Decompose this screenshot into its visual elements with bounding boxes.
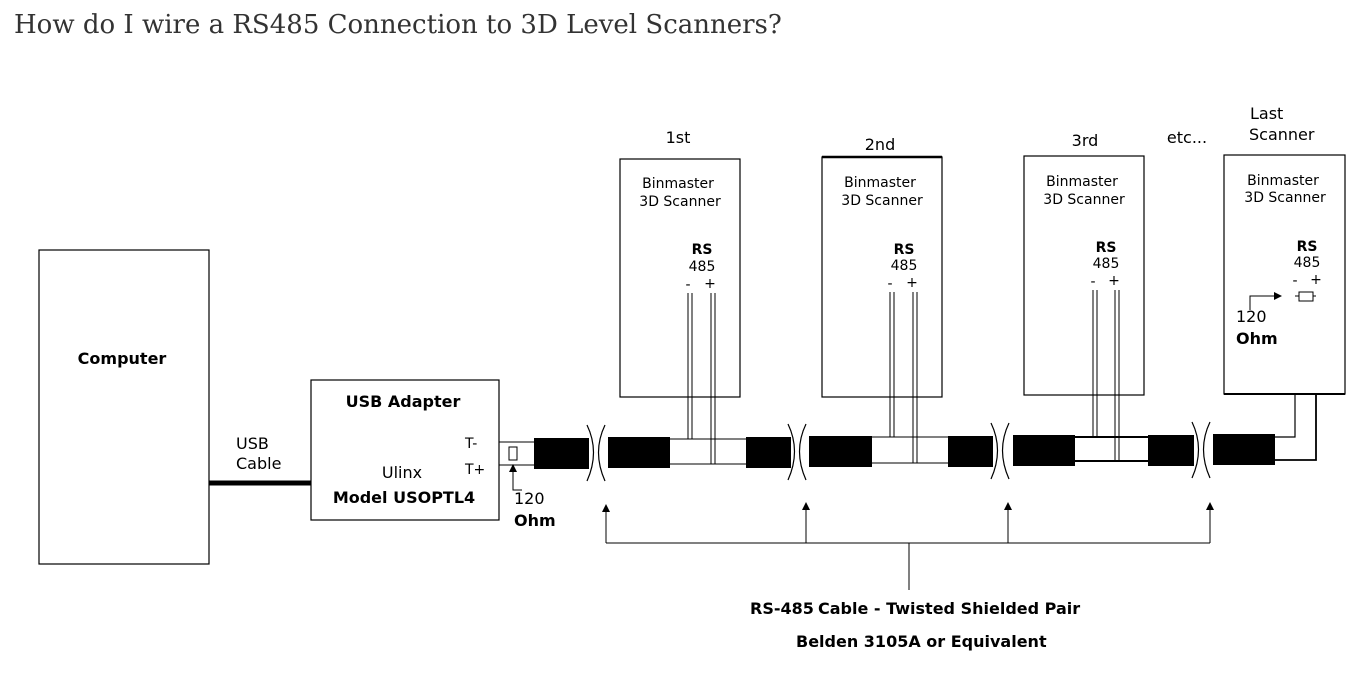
cable-label-2: Belden 3105A or Equivalent [796, 632, 1047, 651]
scanner-last-port-2: 485 [1294, 255, 1321, 271]
adapter-resistor-unit: Ohm [514, 511, 556, 530]
scanner-last-name-2: 3D Scanner [1244, 190, 1326, 206]
scanner-last-port-1: RS [1297, 239, 1318, 255]
scanner-2-name-1: Binmaster [844, 175, 916, 191]
pin-t-plus: T+ [464, 462, 485, 478]
scanner-last-position-2: Scanner [1249, 125, 1315, 144]
usb-cable-label-2: Cable [236, 454, 281, 473]
adapter-model-2: Model USOPTL4 [333, 488, 475, 507]
rs485-cable-run [534, 288, 1317, 482]
scanner-3-port-1: RS [1096, 240, 1117, 256]
usb-adapter-box: USB Adapter Ulinx Model USOPTL4 T- T+ [310, 379, 500, 521]
adapter-title: USB Adapter [346, 392, 461, 411]
scanner-3: 3rd Binmaster 3D Scanner RS 485 - + [1023, 131, 1145, 461]
scanner-2-port-2: 485 [891, 258, 918, 274]
scanner-last-plus: + [1310, 272, 1322, 288]
cable-label-1a: RS-485 [750, 599, 814, 618]
last-resistor-value: 120 [1236, 307, 1267, 326]
scanner-1-port-2: 485 [689, 259, 716, 275]
scanner-1-plus: + [704, 276, 716, 292]
scanner-last-minus: - [1292, 273, 1297, 289]
computer-label: Computer [78, 349, 167, 368]
scanner-2-port-1: RS [894, 242, 915, 258]
pin-t-minus: T- [464, 436, 477, 452]
scanner-last-name-1: Binmaster [1247, 173, 1319, 189]
scanner-3-port-2: 485 [1093, 256, 1120, 272]
scanner-last: Last Scanner Binmaster 3D Scanner RS 485… [1223, 104, 1346, 395]
scanner-1-position: 1st [666, 128, 691, 147]
scanner-3-plus: + [1108, 273, 1120, 289]
cable-callout-bracket [602, 502, 1214, 590]
scanner-1-name-1: Binmaster [642, 176, 714, 192]
page-title: How do I wire a RS485 Connection to 3D L… [14, 10, 782, 40]
scanner-2-name-2: 3D Scanner [841, 193, 923, 209]
scanner-1-name-2: 3D Scanner [639, 194, 721, 210]
usb-cable: USB Cable [209, 434, 311, 486]
scanner-1-port-1: RS [692, 242, 713, 258]
last-terminator-resistor [1298, 291, 1314, 302]
scanner-1-minus: - [685, 277, 690, 293]
scanner-1: 1st Binmaster 3D Scanner RS 485 - + [619, 128, 741, 464]
scanner-2-position: 2nd [865, 135, 895, 154]
usb-cable-label-1: USB [236, 434, 269, 453]
adapter-model-1: Ulinx [382, 463, 422, 482]
cable-label-1b: Cable - Twisted Shielded Pair [818, 599, 1080, 618]
scanner-2-plus: + [906, 275, 918, 291]
scanner-last-position-1: Last [1250, 104, 1283, 123]
last-resistor-unit: Ohm [1236, 329, 1278, 348]
scanner-3-name-2: 3D Scanner [1043, 192, 1125, 208]
computer-box: Computer [38, 249, 210, 565]
scanner-2-minus: - [887, 276, 892, 292]
adapter-resistor-value: 120 [514, 489, 545, 508]
scanner-2: 2nd Binmaster 3D Scanner RS 485 - + [821, 135, 943, 463]
adapter-terminator-resistor: 120 Ohm [499, 441, 556, 530]
etc-label: etc... [1167, 128, 1207, 147]
scanner-3-name-1: Binmaster [1046, 174, 1118, 190]
scanner-3-position: 3rd [1072, 131, 1099, 150]
scanner-3-minus: - [1090, 274, 1095, 290]
